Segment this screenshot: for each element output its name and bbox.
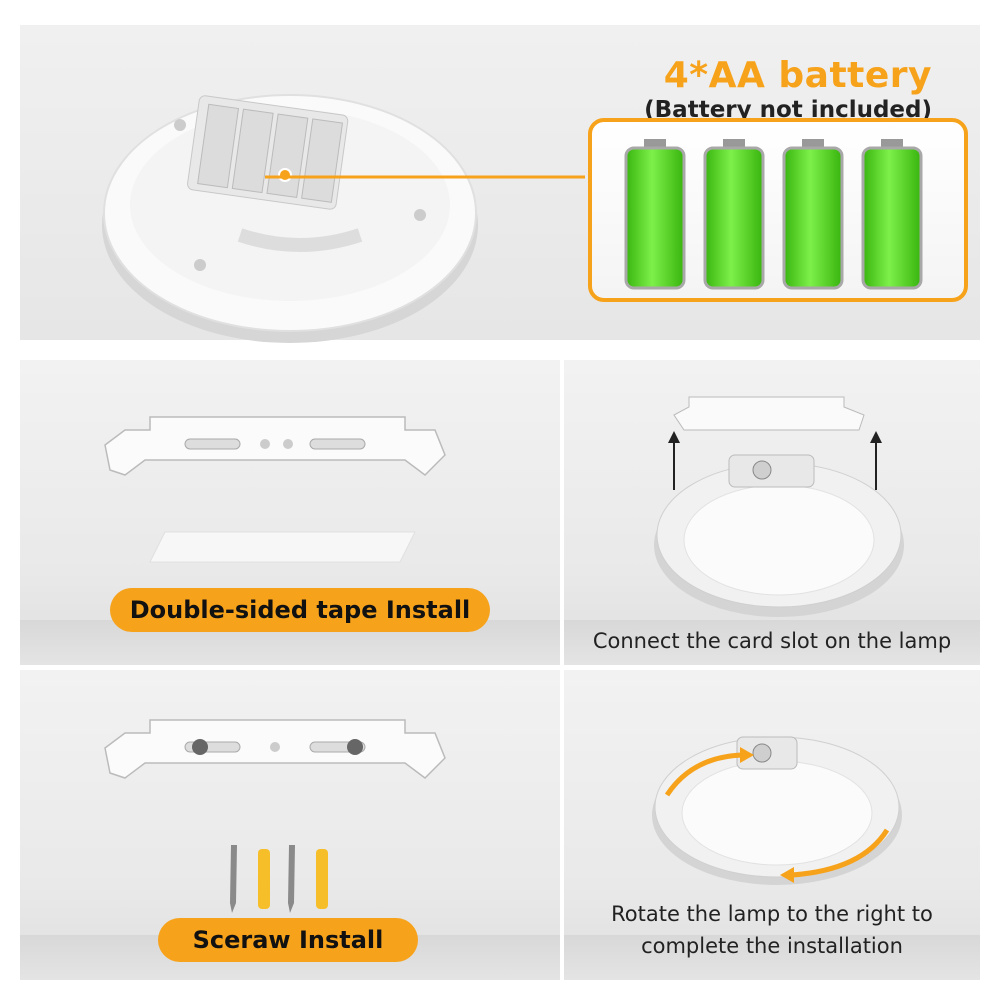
anchor-icon bbox=[258, 849, 270, 909]
battery-icon bbox=[624, 139, 686, 290]
rotate-arrow-icon bbox=[780, 828, 890, 883]
rotate-arrow-icon bbox=[664, 747, 754, 797]
card-slot-panel: Connect the card slot on the lamp bbox=[564, 360, 980, 665]
anchor-icon bbox=[316, 849, 328, 909]
battery-box bbox=[588, 118, 968, 302]
screw-install-label: Sceraw Install bbox=[158, 918, 418, 962]
rotate-caption: Rotate the lamp to the right to complete… bbox=[564, 898, 980, 962]
screw-icon bbox=[230, 845, 237, 913]
screw-bracket-image bbox=[104, 719, 446, 779]
tape-install-panel: Double-sided tape Install bbox=[20, 360, 560, 665]
rotate-caption-line2: complete the installation bbox=[641, 934, 903, 958]
screws-image bbox=[230, 845, 328, 913]
lamp-slot-image bbox=[654, 396, 904, 617]
battery-panel: 4*AA battery (Battery not included) bbox=[20, 25, 980, 343]
mounting-bracket-image bbox=[104, 416, 446, 476]
lamp-rotate-image bbox=[652, 736, 902, 885]
tape-strip-image bbox=[149, 531, 416, 563]
connector-line bbox=[265, 175, 585, 179]
card-slot-caption: Connect the card slot on the lamp bbox=[592, 629, 952, 653]
lamp-back-image bbox=[102, 94, 478, 343]
rotate-lamp-panel: Rotate the lamp to the right to complete… bbox=[564, 670, 980, 980]
battery-icon bbox=[703, 139, 765, 290]
battery-icon bbox=[782, 139, 844, 290]
screw-icon bbox=[288, 845, 295, 913]
rotate-caption-line1: Rotate the lamp to the right to bbox=[611, 902, 933, 926]
tape-install-label: Double-sided tape Install bbox=[110, 588, 490, 632]
battery-icon bbox=[861, 139, 923, 290]
screw-install-panel: Sceraw Install bbox=[20, 670, 560, 980]
battery-group bbox=[624, 139, 923, 290]
page-title: 4*AA battery bbox=[663, 55, 932, 96]
